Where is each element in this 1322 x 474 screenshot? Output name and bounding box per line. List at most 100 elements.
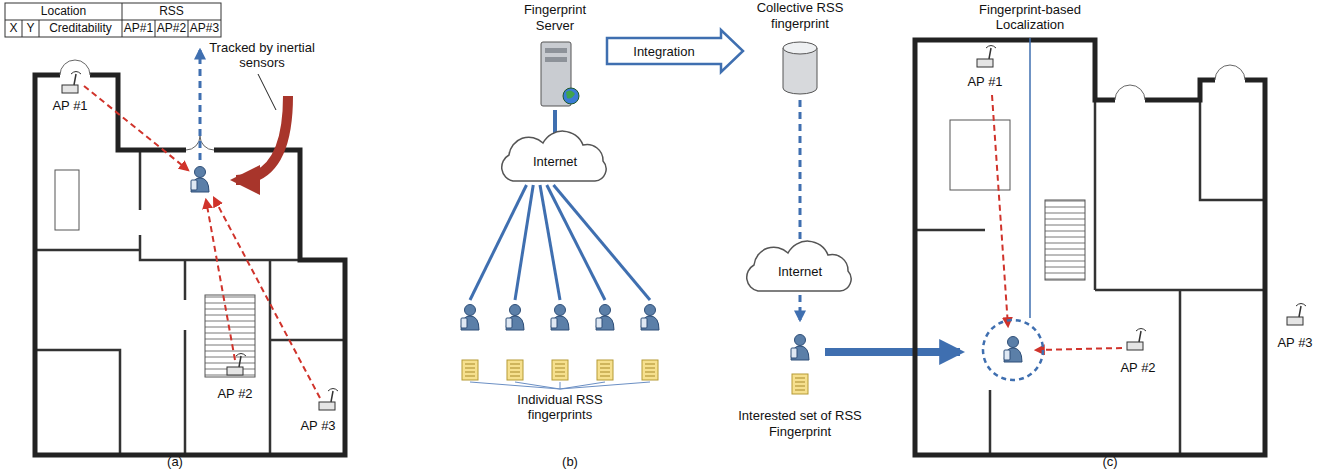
upload-link [515, 185, 533, 300]
access-point-icon-part [1287, 317, 1303, 325]
database-node: Collective RSS fingerprint [745, 0, 855, 100]
access-point-icon-part [74, 74, 76, 85]
node-label: Collective RSS fingerprint [749, 0, 851, 32]
document-icon-part [795, 386, 805, 387]
cylinder-top [783, 42, 817, 54]
document-icon-part [795, 390, 805, 391]
fingerprint-table [5, 3, 221, 37]
access-point-icon-part [239, 356, 241, 367]
document-icon-part [507, 360, 523, 380]
node-label: Internet [533, 150, 577, 170]
person-icon [641, 305, 659, 331]
document-icon-part [555, 364, 565, 365]
person-icon [461, 305, 479, 331]
panel-label: (a) [155, 454, 195, 469]
node-label: Interested set of RSS Fingerprint [734, 408, 866, 440]
signal-arrow [206, 200, 235, 360]
table-cell: AP#3 [188, 21, 221, 36]
walk-direction-arrow [199, 50, 202, 160]
person-icon-part [596, 318, 602, 328]
person-icon-part [195, 167, 206, 178]
leader-line [258, 74, 276, 110]
access-point-icon-part [1299, 306, 1301, 317]
document-icon-part [465, 364, 475, 365]
person-icon-part [506, 316, 524, 330]
person-icon-part [795, 335, 806, 346]
floor-plan [915, 38, 1306, 455]
panel-label: (c) [1090, 454, 1130, 469]
outer-wall [35, 75, 345, 455]
floor-plan [35, 50, 345, 455]
access-point-icon-part [62, 85, 78, 93]
connector [799, 295, 802, 320]
document-icon-part [510, 368, 520, 369]
bracket-line [560, 382, 561, 389]
document-icon-part [645, 376, 655, 377]
connector [799, 100, 802, 245]
person-icon-part [506, 318, 512, 328]
annotation: Tracked by inertial sensors [207, 40, 317, 70]
access-point-icon-part [331, 391, 333, 402]
ap-label: AP #2 [210, 386, 260, 401]
person-icon-part [465, 305, 476, 316]
document-icon-part [600, 368, 610, 369]
document-icon-part [465, 368, 475, 369]
access-point-icon-part [989, 48, 991, 59]
person-icon-part [1004, 350, 1010, 360]
bracket-line [560, 382, 650, 389]
cylinder-body [783, 48, 817, 94]
table-cell: Location [5, 4, 122, 19]
cloud-node: Internet [740, 245, 860, 295]
access-point-icon [977, 46, 996, 68]
person-icon-part [191, 180, 197, 190]
document-icon [597, 360, 613, 380]
person-icon-part [461, 316, 479, 330]
document-icon-part [795, 382, 805, 383]
node-label: Internet [778, 260, 822, 280]
edge-label: Integration [633, 44, 694, 59]
access-point-icon-part [1127, 342, 1143, 350]
ap-label: AP #1 [960, 74, 1010, 89]
document-icon-part [795, 378, 805, 379]
bracket-line [560, 382, 605, 389]
signal-arrow [992, 95, 1008, 326]
table-cell: AP#2 [155, 21, 188, 36]
person-icon [1004, 337, 1022, 363]
crowdsourcing-illustration [461, 185, 960, 389]
table-grid [5, 3, 221, 37]
kitchen-island [55, 170, 79, 230]
document-icon [507, 360, 523, 380]
person-icon-part [191, 178, 209, 192]
document-icon-part [645, 368, 655, 369]
access-point-icon [62, 72, 81, 94]
document-icon [792, 374, 808, 394]
person-icon [506, 305, 524, 331]
access-point-icon-part [986, 46, 996, 49]
person-icon-part [551, 316, 569, 330]
document-icon-part [552, 360, 568, 380]
document-icon-part [600, 372, 610, 373]
node-label: Fingerprint Server [509, 2, 601, 34]
upload-link [547, 185, 605, 300]
document-icon-part [645, 372, 655, 373]
user-node: Interested set of RSS Fingerprint [730, 320, 870, 440]
document-icon-part [600, 376, 610, 377]
staircase [1045, 200, 1085, 280]
panel-label: (b) [550, 454, 590, 469]
door-swing [1215, 65, 1245, 80]
localization-arrow [825, 348, 960, 356]
globe-land [566, 90, 575, 98]
ap-label: AP #1 [45, 98, 95, 113]
signal-arrow [1036, 348, 1122, 350]
person-icon [191, 167, 209, 193]
cloud-outline [747, 241, 851, 291]
upload-link [554, 185, 651, 300]
access-point-icon-part [328, 389, 338, 392]
document-icon-part [510, 364, 520, 365]
inner-wall [915, 100, 1265, 455]
annotation: Fingerprint-based Localization [965, 2, 1095, 32]
door-swing [60, 60, 90, 75]
inertial-track-arrow [236, 96, 288, 180]
